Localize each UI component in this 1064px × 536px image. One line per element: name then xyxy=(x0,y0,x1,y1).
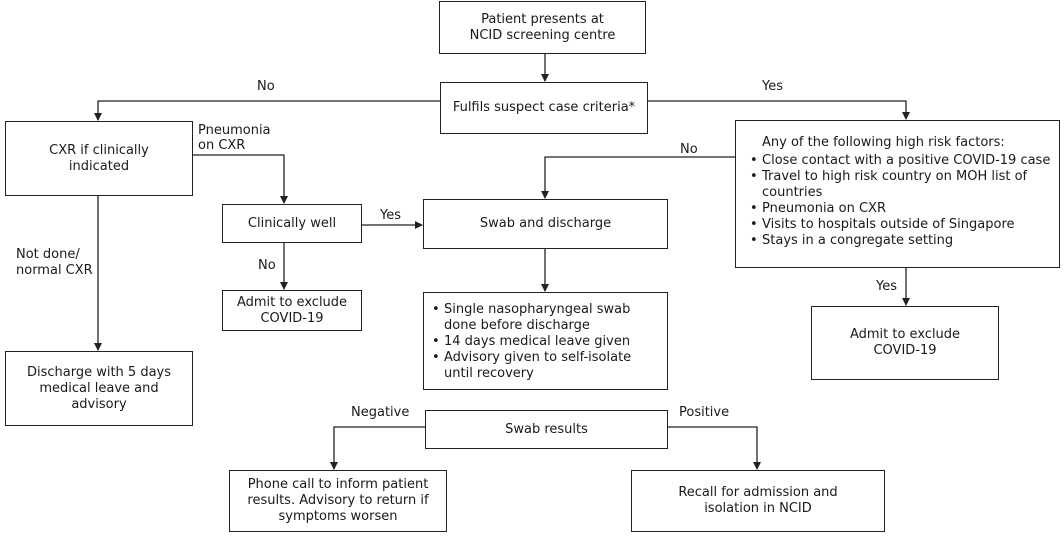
node-swab-discharge-text: Swab and discharge xyxy=(479,216,612,231)
node-discharge-5: Discharge with 5 days medical leave and … xyxy=(5,351,193,426)
node-swab-discharge: Swab and discharge xyxy=(423,199,668,249)
edge-criteria-no xyxy=(94,100,440,121)
risk-list: Close contact with a positive COVID-19 c… xyxy=(748,153,1051,249)
risk-item: Pneumonia on CXR xyxy=(748,201,1051,217)
label-negative: Negative xyxy=(351,405,410,420)
node-discharge-5-text: Discharge with 5 days medical leave and … xyxy=(26,364,172,412)
node-admit-left-text: Admit to exclude COVID-19 xyxy=(236,294,348,326)
label-no-well: No xyxy=(258,258,276,273)
node-admit-right: Admit to exclude COVID-19 xyxy=(811,306,999,380)
node-cxr: CXR if clinically indicated xyxy=(5,121,193,196)
node-swab-details: Single nasopharyngeal swab done before d… xyxy=(423,292,668,390)
node-phone-call: Phone call to inform patient results. Ad… xyxy=(229,470,447,532)
node-swab-results-text: Swab results xyxy=(505,421,588,437)
node-phone-call-text: Phone call to inform patient results. Ad… xyxy=(247,477,429,524)
node-recall: Recall for admission and isolation in NC… xyxy=(631,470,885,532)
node-start-text: Patient presents at NCID screening centr… xyxy=(469,11,616,43)
label-positive: Positive xyxy=(679,405,730,420)
edge-cxr-pneumonia xyxy=(193,154,288,204)
label-yes-risk: Yes xyxy=(876,279,897,294)
label-no-risk: No xyxy=(680,142,698,157)
risk-item: Stays in a congregate setting xyxy=(748,233,1051,249)
label-no-top: No xyxy=(257,79,275,94)
risk-item: Travel to high risk country on MOH list … xyxy=(748,169,1051,201)
risk-header: Any of the following high risk factors: xyxy=(762,135,1005,150)
edge-results-positive xyxy=(668,426,761,470)
edge-risk-no xyxy=(541,156,735,199)
risk-item: Visits to hospitals outside of Singapore xyxy=(748,217,1051,233)
node-criteria: Fulfils suspect case criteria* xyxy=(440,82,648,134)
swab-item: Advisory given to self-isolate until rec… xyxy=(430,350,661,382)
swab-list: Single nasopharyngeal swab done before d… xyxy=(430,302,661,382)
node-clinically-well-text: Clinically well xyxy=(247,215,337,231)
label-yes-top: Yes xyxy=(762,79,783,94)
node-swab-results: Swab results xyxy=(425,410,668,449)
node-risk-factors: Any of the following high risk factors: … xyxy=(735,120,1060,268)
label-pneumonia: Pneumonia on CXR xyxy=(198,123,271,153)
node-recall-text: Recall for admission and isolation in NC… xyxy=(678,485,838,516)
node-cxr-text: CXR if clinically indicated xyxy=(49,142,149,174)
swab-item: 14 days medical leave given xyxy=(430,334,661,350)
edge-criteria-yes xyxy=(648,100,910,120)
node-criteria-text: Fulfils suspect case criteria* xyxy=(452,100,636,115)
node-admit-left: Admit to exclude COVID-19 xyxy=(222,290,362,331)
node-start: Patient presents at NCID screening centr… xyxy=(439,1,646,54)
risk-item: Close contact with a positive COVID-19 c… xyxy=(748,153,1051,169)
edge-results-negative xyxy=(330,426,425,470)
label-yes-well: Yes xyxy=(380,208,401,223)
swab-item: Single nasopharyngeal swab done before d… xyxy=(430,302,661,334)
node-clinically-well: Clinically well xyxy=(222,204,362,243)
label-not-done: Not done/ normal CXR xyxy=(16,247,93,278)
node-admit-right-text: Admit to exclude COVID-19 xyxy=(849,327,961,358)
